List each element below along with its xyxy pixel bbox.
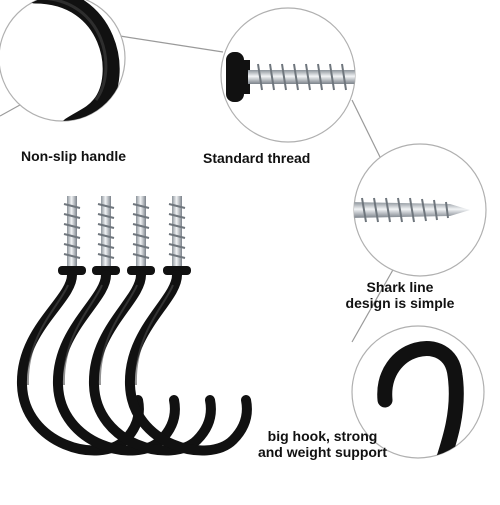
big-hook-label: big hook, strong and weight support: [240, 428, 405, 460]
hook-screws: [63, 196, 186, 268]
cup-hooks-group-icon: [16, 196, 252, 456]
hook-closeup-icon: [0, 0, 126, 122]
connector-line-1: [119, 35, 224, 53]
shark-line-label-line-2: design is simple: [345, 295, 455, 311]
hook-washers: [58, 266, 191, 275]
connector-lines: [0, 35, 395, 343]
connector-line-4: [351, 267, 395, 343]
shark-line-label-line-1: Shark line: [366, 279, 434, 295]
big-hook-label-line-2: and weight support: [257, 444, 388, 460]
standard-thread-label: Standard thread: [203, 150, 311, 166]
non-slip-handle-label: Non-slip handle: [21, 148, 126, 164]
shark-line-label: Shark line design is simple: [334, 279, 466, 311]
hook-bodies: [16, 270, 252, 456]
screw-thread-closeup-icon: [220, 7, 356, 143]
screw-tip-closeup-icon: [353, 143, 487, 277]
connector-line-3: [351, 99, 381, 158]
big-hook-label-line-1: big hook, strong: [267, 428, 378, 444]
hook-curve-closeup-icon: [351, 325, 485, 459]
